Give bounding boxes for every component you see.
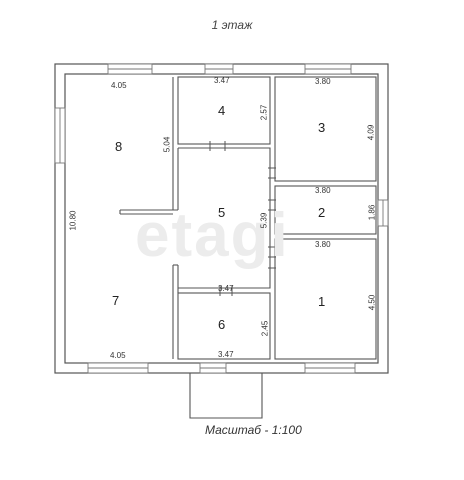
dim-left-wall: 10.80: [68, 210, 78, 231]
room-label-6: 6: [218, 317, 226, 332]
scale-label: Масштаб - 1:100: [205, 423, 302, 437]
door-marks: [209, 141, 276, 296]
dim-room8-right: 5.04: [162, 136, 172, 153]
dim-room1-top: 3.80: [315, 240, 331, 249]
dim-room2-right: 1.86: [367, 204, 377, 221]
dim-room3-top: 3.80: [315, 77, 331, 86]
dim-room6-bottom: 3.47: [218, 350, 234, 359]
room-label-7: 7: [112, 293, 120, 308]
room-label-5: 5: [218, 205, 226, 220]
room-label-2: 2: [318, 205, 326, 220]
watermark: etagi: [135, 201, 290, 270]
dim-room2-top: 3.80: [315, 186, 331, 195]
porch: [189, 373, 263, 419]
dim-room4-top: 3.47: [214, 76, 230, 85]
dim-room4-right: 2.57: [259, 104, 269, 121]
room-label-8: 8: [115, 139, 123, 154]
dim-room1-right: 4.50: [367, 294, 377, 311]
dim-room8-top: 4.05: [111, 81, 127, 90]
dim-room6-top: 3.47: [218, 284, 234, 293]
windows: [54, 63, 389, 374]
dim-room5-right: 5.39: [259, 212, 269, 229]
dim-room7-bottom: 4.05: [110, 351, 126, 360]
room-label-1: 1: [318, 294, 326, 309]
dim-room3-right: 4.09: [366, 124, 376, 141]
dim-room6-right: 2.45: [260, 320, 270, 337]
floor-title: 1 этаж: [211, 18, 253, 32]
room-label-4: 4: [218, 103, 226, 118]
room-label-3: 3: [318, 120, 326, 135]
